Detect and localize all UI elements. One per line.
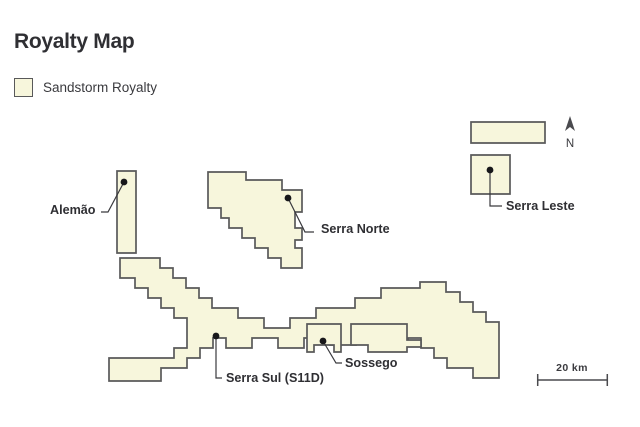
north-arrow-label: N	[566, 138, 574, 150]
leader-line-serra-leste	[489, 170, 502, 207]
leader-line-serra-sul	[215, 336, 222, 379]
scale-bar-label: 20 km	[556, 362, 588, 374]
region-alemao[interactable]	[116, 170, 137, 254]
region-main-landmass[interactable]	[108, 257, 500, 382]
region-serra-norte[interactable]	[207, 171, 303, 269]
site-label-sossego: Sossego	[345, 356, 398, 370]
legend-swatch-icon	[14, 78, 33, 97]
site-label-serra-norte: Serra Norte	[321, 222, 390, 236]
leader-line-alemao	[101, 181, 125, 213]
site-label-serra-leste: Serra Leste	[506, 199, 575, 213]
site-label-serra-sul: Serra Sul (S11D)	[226, 371, 324, 385]
site-dot-serra-sul[interactable]	[212, 332, 220, 340]
leader-line-sossego	[322, 340, 342, 364]
legend: Sandstorm Royalty	[14, 78, 157, 97]
site-dot-sossego[interactable]	[319, 337, 327, 345]
page-title: Royalty Map	[14, 30, 135, 53]
site-dot-alemao[interactable]	[120, 178, 128, 186]
region-serra-leste-bar[interactable]	[470, 121, 546, 144]
region-right-lobe[interactable]	[350, 323, 422, 353]
site-label-alemao: Alemão	[50, 203, 96, 217]
site-dot-serra-leste[interactable]	[486, 166, 494, 174]
site-dot-serra-norte[interactable]	[284, 194, 292, 202]
north-arrow-icon	[565, 116, 575, 131]
leader-line-serra-norte	[287, 197, 314, 233]
legend-item-label: Sandstorm Royalty	[43, 80, 158, 95]
